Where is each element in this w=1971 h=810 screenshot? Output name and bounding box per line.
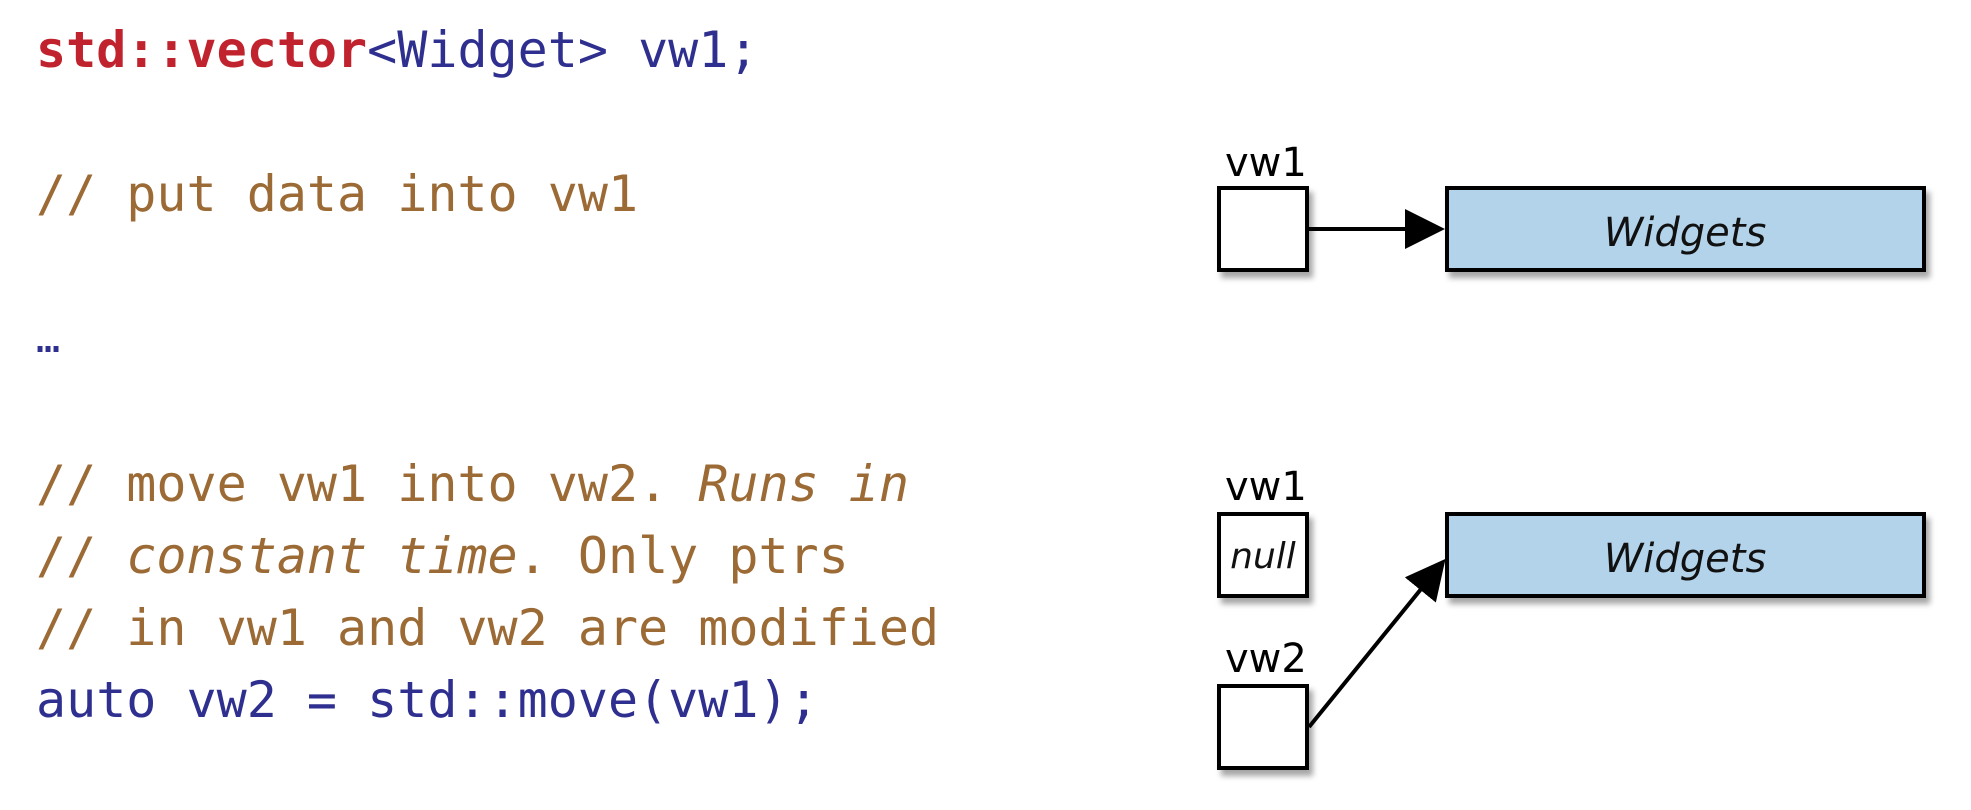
- diagram-before-move: vw1 Widgets: [1217, 140, 1926, 272]
- pointer-arrow-vw2: [1307, 558, 1446, 729]
- code-comment-constant-time: constant time: [126, 527, 518, 585]
- vw1-pointer-box-top: [1217, 186, 1309, 272]
- code-comment-move-italic: Runs in: [698, 455, 909, 513]
- widgets-label-bottom: Widgets: [1604, 536, 1767, 582]
- vw2-pointer-box: [1217, 684, 1309, 770]
- code-comment-only-ptrs: . Only ptrs: [517, 527, 849, 585]
- code-comment-move-plain: // move vw1 into vw2.: [36, 455, 699, 513]
- code-comment-prefix: //: [36, 527, 127, 585]
- null-label: null: [1230, 536, 1296, 577]
- code-line-vector-declaration: std::vector<Widget> vw1;: [36, 14, 758, 86]
- code-line-std-move: auto vw2 = std::move(vw1);: [36, 671, 819, 729]
- code-declaration-rest: <Widget> vw1;: [367, 21, 759, 79]
- code-type-keyword: std::vector: [36, 21, 368, 79]
- code-comment-move-line1: // move vw1 into vw2. Runs in: [36, 448, 909, 520]
- vw2-label: vw2: [1225, 636, 1307, 682]
- code-ellipsis: …: [36, 316, 61, 362]
- diagram-after-move: vw1 null vw2 Widgets: [1217, 464, 1926, 770]
- vw1-label-bottom: vw1: [1225, 464, 1307, 510]
- widgets-label-top: Widgets: [1604, 210, 1767, 256]
- code-comment-put-data: // put data into vw1: [36, 165, 639, 223]
- widgets-box-bottom: [1445, 512, 1926, 598]
- code-comment-move-line3: // in vw1 and vw2 are modified: [36, 599, 940, 657]
- vw1-null-box: [1217, 512, 1309, 598]
- code-comment-move-line2: // constant time. Only ptrs: [36, 520, 849, 592]
- widgets-box-top: [1445, 186, 1926, 272]
- vw1-label-top: vw1: [1225, 140, 1307, 186]
